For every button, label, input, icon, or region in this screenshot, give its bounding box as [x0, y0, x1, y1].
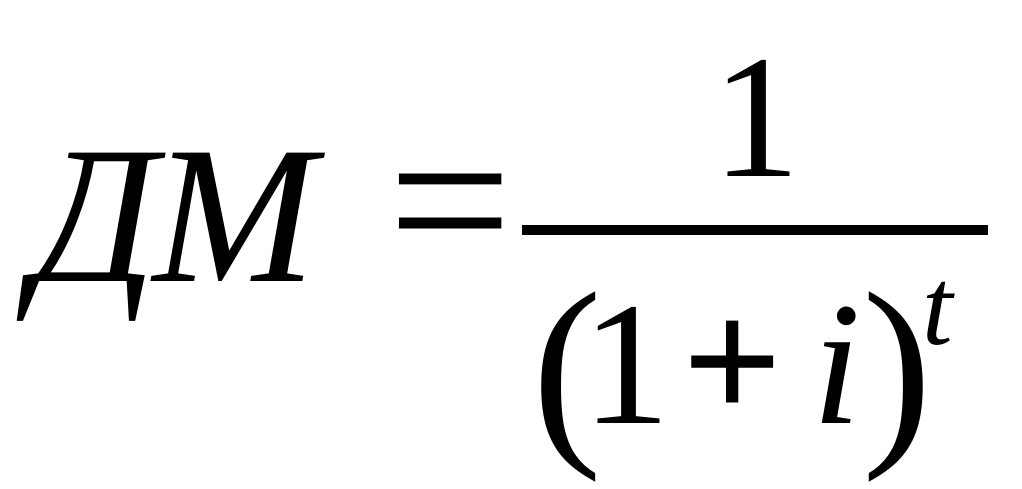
exponent-t: t: [922, 246, 953, 368]
equals-sign: =: [388, 78, 513, 322]
formula-lhs: ДМ: [32, 107, 316, 324]
plus-sign: +: [682, 264, 783, 459]
fraction-numerator: 1: [712, 20, 800, 215]
close-parenthesis: ): [862, 251, 932, 483]
open-parenthesis: (: [532, 251, 602, 483]
variable-i: i: [812, 267, 861, 462]
denominator-one: 1: [582, 267, 670, 462]
fraction-bar: [522, 225, 988, 235]
